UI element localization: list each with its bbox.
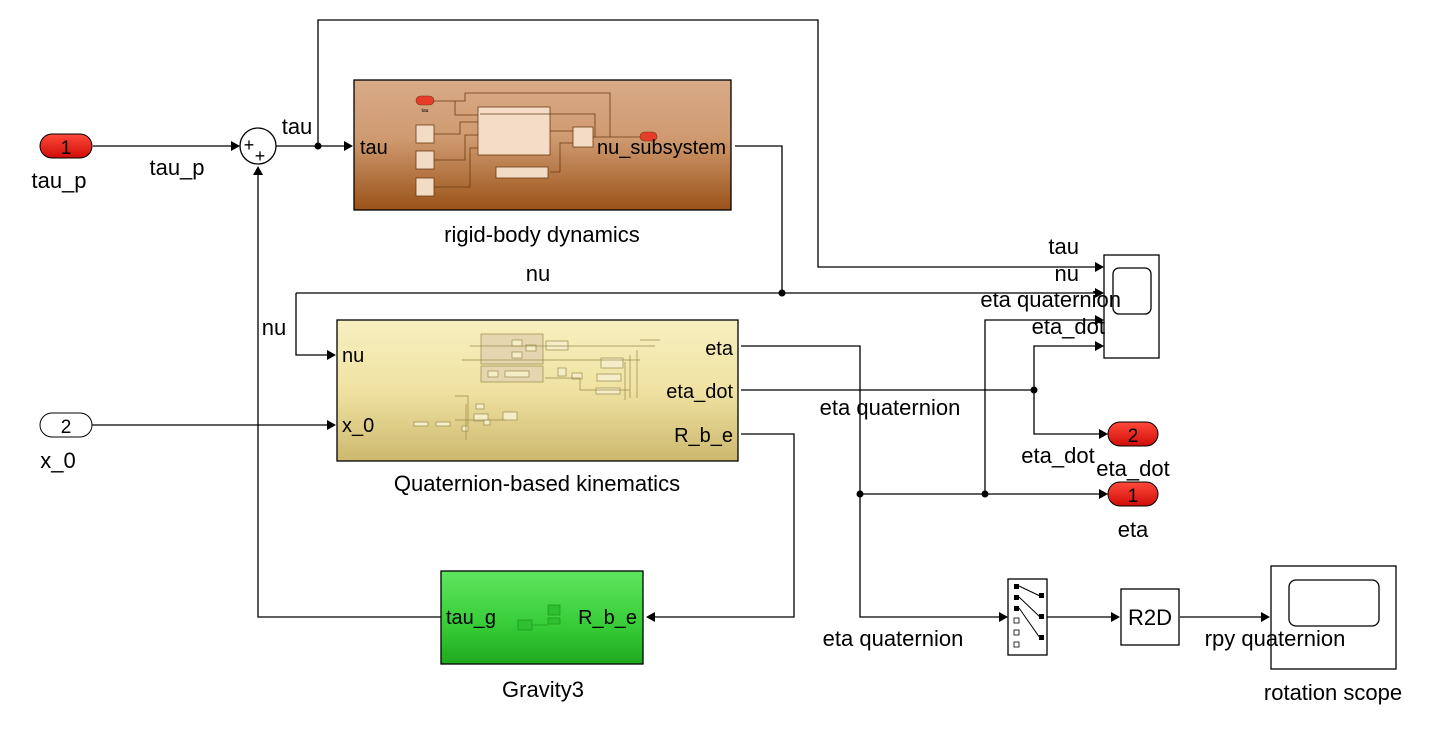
signal-label-nu-left: nu bbox=[262, 315, 286, 340]
sum-block[interactable]: + + bbox=[239, 127, 277, 166]
outport-eta-dot[interactable]: 2 bbox=[1107, 421, 1159, 447]
signal-label-eta-quaternion-bottom: eta quaternion bbox=[823, 626, 964, 651]
r2d-block[interactable]: R2D bbox=[1120, 588, 1180, 646]
port-label-nu: nu bbox=[342, 345, 364, 367]
signal-label-scope-tau: tau bbox=[1048, 234, 1079, 259]
signal-label-scope-nu: nu bbox=[1055, 261, 1079, 286]
rotation-scope-block[interactable] bbox=[1270, 565, 1397, 670]
port-label-r-b-e: R_b_e bbox=[578, 607, 637, 629]
outport-eta[interactable]: 1 bbox=[1107, 481, 1159, 507]
port-label-x-0: x_0 bbox=[342, 415, 374, 437]
port-label-eta-dot: eta_dot bbox=[666, 381, 733, 403]
block-name-gravity3: Gravity3 bbox=[502, 677, 584, 702]
gravity3-block[interactable]: tau_g R_b_e bbox=[440, 570, 644, 665]
port-label-r-b-e: R_b_e bbox=[674, 425, 733, 447]
outport-label: eta_dot bbox=[1096, 456, 1169, 481]
port-label-nu-subsystem: nu_subsystem bbox=[597, 137, 726, 159]
signal-label-tau: tau bbox=[282, 114, 313, 139]
inport-tau-p[interactable]: 1 bbox=[39, 133, 93, 159]
port-label-tau: tau bbox=[360, 137, 388, 159]
signal-label-scope-eta-quaternion: eta quaternion bbox=[980, 287, 1121, 312]
quaternion-kinematics-block[interactable]: nu x_0 eta eta_dot R_b_e bbox=[336, 319, 739, 462]
port-label-eta: eta bbox=[705, 338, 734, 360]
inport-x-0[interactable]: 2 bbox=[39, 412, 93, 438]
block-name-rotation-scope: rotation scope bbox=[1264, 680, 1402, 705]
signal-label-scope-eta-dot: eta_dot bbox=[1032, 314, 1105, 339]
scope-block[interactable] bbox=[1103, 254, 1160, 359]
wires bbox=[92, 19, 1270, 622]
block-name-rigid-body: rigid-body dynamics bbox=[444, 222, 640, 247]
signal-label-eta-quaternion-mid: eta quaternion bbox=[820, 395, 961, 420]
inport-label: tau_p bbox=[31, 168, 86, 193]
svg-text:+: + bbox=[255, 146, 266, 166]
inport-label: x_0 bbox=[40, 448, 75, 473]
port-label-tau-g: tau_g bbox=[446, 607, 496, 629]
r2d-label: R2D bbox=[1128, 605, 1172, 630]
inport-number: 1 bbox=[61, 138, 72, 159]
svg-text:+: + bbox=[244, 135, 255, 155]
signal-labels: tau_p tau nu nu tau nu eta quaternion et… bbox=[149, 114, 1345, 651]
selector-block[interactable] bbox=[1007, 578, 1048, 656]
signal-label-eta-dot-mid: eta_dot bbox=[1021, 443, 1094, 468]
signal-label-rpy-quaternion: rpy quaternion bbox=[1205, 626, 1346, 651]
block-name-kinematics: Quaternion-based kinematics bbox=[394, 471, 680, 496]
rigid-body-dynamics-block[interactable]: tau tau nu_subsystem bbox=[353, 79, 732, 211]
subsystem-thumbnail bbox=[517, 604, 561, 631]
signal-label-tau-p: tau_p bbox=[149, 155, 204, 180]
thumbnail-port-label: tau bbox=[422, 108, 429, 114]
inport-number: 2 bbox=[61, 417, 72, 438]
outport-number: 2 bbox=[1128, 426, 1139, 447]
subsystem-thumbnail bbox=[415, 92, 640, 197]
outport-label: eta bbox=[1118, 517, 1149, 542]
outport-number: 1 bbox=[1128, 486, 1139, 507]
signal-label-nu: nu bbox=[526, 261, 550, 286]
subsystem-thumbnail bbox=[413, 333, 660, 440]
